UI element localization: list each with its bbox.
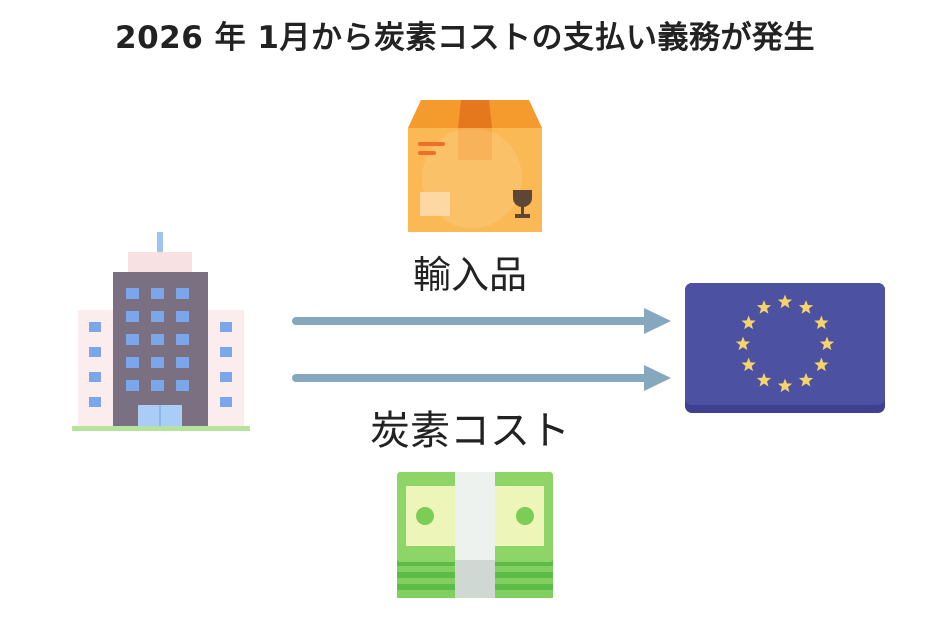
building-ground: [72, 426, 250, 431]
money-bill-coin-mark: [516, 507, 534, 525]
money-bill-coin-mark: [416, 507, 434, 525]
building-tower-windows: [126, 288, 189, 391]
office-building-icon: [72, 232, 250, 431]
money-band-top: [455, 472, 495, 562]
building-antenna: [157, 232, 163, 254]
eu-star-icon: [798, 372, 814, 387]
eu-flag-icon: [685, 283, 885, 413]
eu-star-icon: [814, 357, 829, 372]
goods-label: 輸入品: [412, 253, 527, 297]
arrow-goods: [292, 308, 671, 334]
box-label-line: [418, 142, 445, 146]
eu-star-icon: [814, 315, 829, 330]
building-wing-windows: [89, 322, 232, 407]
box-lid-tape: [458, 100, 492, 128]
fragile-glass-icon: [512, 190, 533, 218]
eu-star-icon: [741, 315, 756, 330]
eu-flag-field: [685, 283, 885, 405]
cardboard-box-icon: [408, 100, 542, 232]
eu-star-icon: [735, 336, 751, 351]
building-rooftop: [128, 252, 192, 274]
arrow-carbon-cost: [292, 365, 671, 391]
eu-star-icon: [756, 300, 772, 314]
eu-star-icon: [777, 378, 793, 393]
page-title: 2026 年 1月から炭素コストの支払い義務が発生: [115, 20, 815, 56]
eu-star-icon: [741, 357, 756, 372]
eu-star-icon: [819, 336, 835, 351]
carbon-cost-label: 炭素コスト: [370, 408, 570, 454]
eu-star-icon: [756, 372, 772, 387]
eu-star-icon: [777, 294, 793, 309]
box-label-sticker: [420, 192, 450, 216]
eu-star-icon: [798, 300, 814, 314]
eu-flag-stars: [735, 294, 835, 393]
money-band-bottom: [455, 560, 495, 598]
box-label-line: [418, 151, 436, 155]
money-stack-icon: [397, 472, 553, 598]
box-body-tape: [458, 128, 492, 160]
building-door-split: [159, 405, 161, 428]
